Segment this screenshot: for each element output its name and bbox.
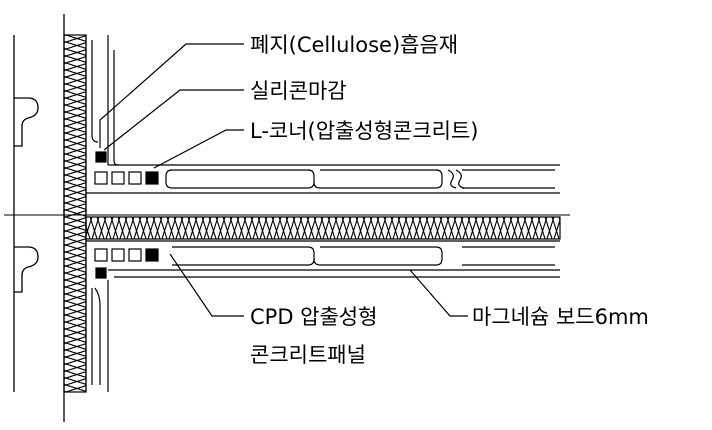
label-cellulose: 폐지(Cellulose)흡음재 [250,33,458,57]
label-silicone: 실리콘마감 [250,79,347,103]
label-magnesium: 마그네슘 보드6mm [472,305,649,329]
vertical-panel [85,35,109,392]
leader-lines [99,43,468,317]
label-cpd-line2: 콘크리트패널 [250,343,366,367]
horizontal-panel-bottom [86,240,560,278]
lcorner-squares-bottom [94,248,159,279]
horizontal-panel-top [86,50,560,194]
vertical-insulation [63,34,87,393]
outer-wall [13,14,65,422]
label-cpd-line1: CPD 압출성형 [250,305,377,329]
lcorner-squares-top [94,151,159,185]
horizontal-insulation [4,214,570,240]
label-lcorner: L-코너(압출성형콘크리트) [250,119,479,143]
